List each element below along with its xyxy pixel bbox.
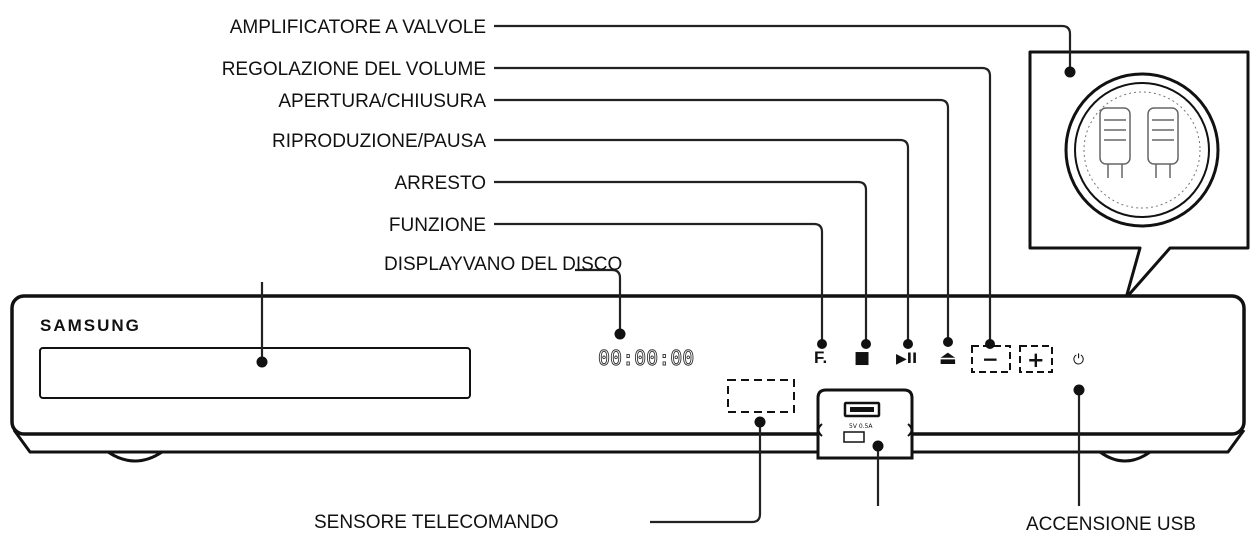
remote-sensor-window [727,379,795,413]
volume-minus-button[interactable]: − [982,347,999,371]
leader-lines [260,24,1081,524]
label-remote-sensor: SENSORE TELECOMANDO [314,512,559,533]
power-icon[interactable]: ⏻ [1073,352,1084,368]
eject-icon[interactable]: ⏏ [939,347,957,369]
label-play-pause: RIPRODUZIONE/PAUSA [272,131,486,152]
volume-plus-button[interactable]: + [1027,348,1045,372]
label-stop: ARRESTO [394,173,486,194]
usb-port-label: 5V 0.5A [849,423,873,430]
volume-plus-box [1019,345,1053,373]
brand-logo: SAMSUNG [40,316,141,335]
volume-minus-box [971,345,1011,373]
stop-icon[interactable]: ■ [854,348,870,368]
label-tube-amplifier: AMPLIFICATORE A VALVOLE [230,17,486,38]
tube-amplifier-callout [1028,50,1250,300]
blu-ray-player-front-panel [10,294,1246,463]
display-readout: 00:00:00 [598,346,694,370]
label-function: FUNZIONE [389,215,486,236]
label-open-close: APERTURA/CHIUSURA [278,91,486,112]
function-button[interactable]: F. [814,348,827,367]
label-volume: REGOLAZIONE DEL VOLUME [222,59,486,80]
label-power-usb: ACCENSIONE USB [1026,514,1196,535]
play-pause-icon[interactable]: ▶II [896,351,917,367]
vacuum-tube-icon [1099,107,1179,178]
label-display-disc-tray: DISPLAYVANO DEL DISCO [384,254,622,275]
leader-dots [256,66,1085,452]
usb-port-icon [816,388,914,460]
